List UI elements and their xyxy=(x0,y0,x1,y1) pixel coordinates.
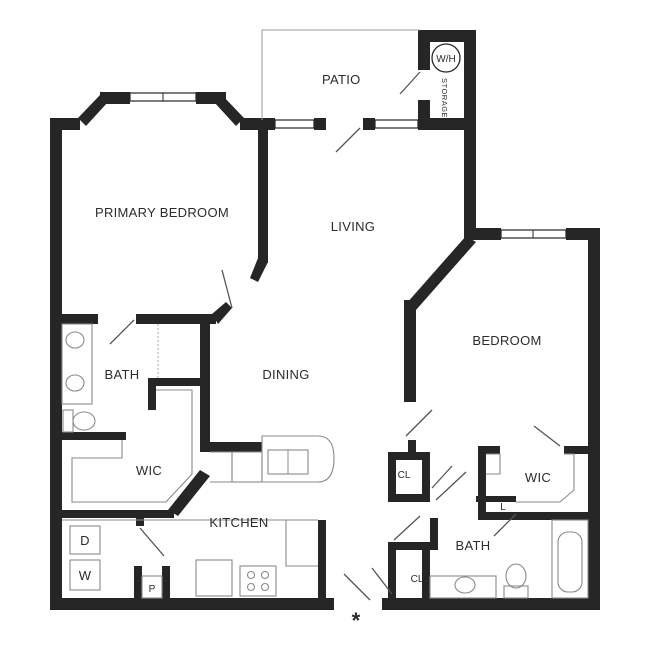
walls xyxy=(50,30,600,610)
entry-marker: * xyxy=(352,608,361,633)
label-kitchen: KITCHEN xyxy=(209,515,268,530)
label-bath-second: BATH xyxy=(456,538,491,553)
water-heater xyxy=(431,43,461,73)
fixtures xyxy=(61,43,589,599)
label-patio: PATIO xyxy=(322,72,361,87)
label-dining: DINING xyxy=(262,367,309,382)
label-water-heater: W/H xyxy=(436,54,455,65)
windows xyxy=(129,92,567,239)
doors xyxy=(109,71,561,601)
label-dryer: D xyxy=(80,533,90,548)
label-storage: STORAGE xyxy=(440,78,449,118)
label-closet-left: CL xyxy=(398,470,411,481)
label-wic-bedroom: WIC xyxy=(525,470,551,485)
label-pantry: P xyxy=(149,584,156,595)
patio-outline xyxy=(261,29,420,120)
room-labels: PATIO W/H STORAGE PRIMARY BEDROOM LIVING… xyxy=(79,54,551,633)
label-primary-bedroom: PRIMARY BEDROOM xyxy=(95,205,229,220)
label-wic-primary: WIC xyxy=(136,463,162,478)
label-closet-bath: CL xyxy=(411,574,424,585)
label-linen: L xyxy=(500,502,506,513)
label-living: LIVING xyxy=(331,219,375,234)
label-bedroom: BEDROOM xyxy=(472,333,541,348)
label-washer: W xyxy=(79,568,92,583)
label-bath-primary: BATH xyxy=(105,367,140,382)
